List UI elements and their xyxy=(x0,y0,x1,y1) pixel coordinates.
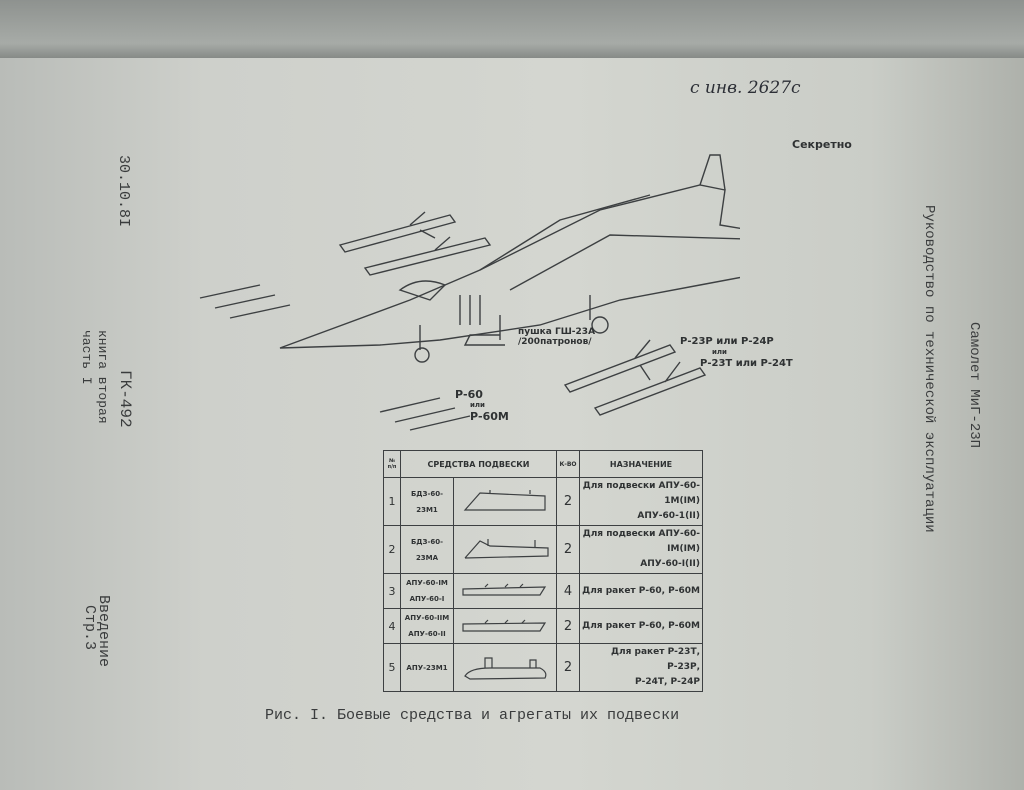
row-purpose: Для подвески АПУ-60-1М(ІМ) АПУ-60-1(ІІ) xyxy=(579,477,703,526)
r23t-label: Р-23Т или Р-24Т xyxy=(700,358,793,369)
purpose-line: Для подвески АПУ-60-1М(ІМ) xyxy=(582,481,700,506)
header-purpose: НАЗНАЧЕНИЕ xyxy=(579,450,703,478)
facing-page-edge xyxy=(0,0,1024,62)
launcher-drawing xyxy=(464,656,547,680)
part-label: часть I xyxy=(79,330,94,385)
row-num: 5 xyxy=(383,643,401,692)
row-qty: 2 xyxy=(556,608,580,644)
r60m-label: Р-60М xyxy=(470,410,509,423)
row-purpose: Для ракет Р-23Т, Р-23Р, Р-24Т, Р-24Р xyxy=(579,643,703,692)
row-drawing xyxy=(453,477,557,526)
row-drawing xyxy=(453,643,557,692)
row-name-text: АПУ-60-II xyxy=(408,630,446,638)
suspension-means-table: № п/п СРЕДСТВА ПОДВЕСКИ К-ВО НАЗНАЧЕНИЕ … xyxy=(383,450,703,692)
purpose-line: Для подвески АПУ-60-IМ(ІМ) xyxy=(582,529,700,554)
launcher-drawing xyxy=(462,619,547,632)
row-name: БДЗ-60-23МА xyxy=(400,525,454,574)
row-num: 4 xyxy=(383,608,401,644)
table-row: 2 БДЗ-60-23МА 2 Для подвески АПУ-60-IМ(І… xyxy=(383,525,703,574)
page-number: Стр.3 xyxy=(81,605,98,651)
row-num: 1 xyxy=(383,477,401,526)
row-name: АПУ-23М1 xyxy=(400,643,454,692)
handwritten-inventory-note: с инв. 2627с xyxy=(690,78,801,98)
r60-label: Р-60 xyxy=(455,388,483,401)
row-qty: 2 xyxy=(556,643,580,692)
row-name-text: БДЗ-60-23М1 xyxy=(410,489,444,514)
row-name-text: БДЗ-60-23МА xyxy=(410,537,444,562)
row-qty: 2 xyxy=(556,525,580,574)
gun-ammo-label: /200патронов/ xyxy=(518,337,592,347)
launcher-drawing xyxy=(462,583,547,596)
purpose-line: Для ракет Р-23Т, Р-23Р, xyxy=(610,647,700,672)
missiles-drawing xyxy=(199,211,707,431)
r23-label: Р-23Р или Р-24Р xyxy=(680,336,774,347)
book-label: книга вторая xyxy=(95,330,110,424)
header-means: СРЕДСТВА ПОДВЕСКИ xyxy=(400,450,557,478)
figure-caption: Рис. I. Боевые средства и агрегаты их по… xyxy=(265,707,680,724)
row-num: 2 xyxy=(383,525,401,574)
row-name-text: АПУ-60-IМ xyxy=(406,579,448,587)
purpose-line: АПУ-60-1(ІІ) xyxy=(637,511,700,521)
aircraft-title: Самолет МиГ-23П xyxy=(966,322,982,449)
header-qty: К-ВО xyxy=(556,450,580,478)
row-name: АПУ-60-IIМ АПУ-60-II xyxy=(400,608,454,644)
row-name-text: АПУ-60-I xyxy=(409,595,445,603)
table-row: 5 АПУ-23М1 2 Для ракет Р-23Т, Р-23Р, Р-24… xyxy=(383,643,703,692)
row-num: 3 xyxy=(383,573,401,609)
manual-title: Руководство по технической эксплуатации xyxy=(921,205,937,533)
row-purpose: Для ракет Р-60, Р-60М xyxy=(579,608,703,644)
row-purpose: Для подвески АПУ-60-IМ(ІМ) АПУ-60-I(ІІ) xyxy=(579,525,703,574)
aircraft-drawing xyxy=(279,154,740,363)
gun-label: пушка ГШ-23А xyxy=(518,327,596,337)
table-row: 1 БДЗ-60-23М1 2 Для подвески АПУ-60-1М(І… xyxy=(383,477,703,526)
row-drawing xyxy=(453,608,557,644)
row-drawing xyxy=(453,525,557,574)
row-purpose: Для ракет Р-60, Р-60М xyxy=(579,573,703,609)
r60-or-label: или xyxy=(470,401,485,409)
date-stamp: 30.10.8I xyxy=(115,155,132,228)
pylon-drawing xyxy=(463,489,546,511)
header-num: № п/п xyxy=(383,450,401,478)
row-qty: 2 xyxy=(556,477,580,526)
aircraft-illustration xyxy=(199,154,740,431)
row-drawing xyxy=(453,573,557,609)
r23-or-label: или xyxy=(712,348,727,356)
row-name: АПУ-60-IМ АПУ-60-I xyxy=(400,573,454,609)
purpose-line: Для ракет Р-60, Р-60М xyxy=(582,620,700,631)
row-name-text: АПУ-60-IIМ xyxy=(404,614,450,622)
purpose-line: АПУ-60-I(ІІ) xyxy=(640,559,700,569)
classification-mark: Секретно xyxy=(792,138,852,151)
row-name: БДЗ-60-23М1 xyxy=(400,477,454,526)
purpose-line: Р-24Т, Р-24Р xyxy=(635,677,700,687)
document-code: ГК-492 xyxy=(116,370,134,428)
table-row: 3 АПУ-60-IМ АПУ-60-I 4 Для ракет Р-60, Р-… xyxy=(383,573,703,609)
purpose-line: Для ракет Р-60, Р-60М xyxy=(582,585,700,596)
table-row: 4 АПУ-60-IIМ АПУ-60-II 2 Для ракет Р-60, … xyxy=(383,608,703,644)
pylon-drawing xyxy=(464,538,549,559)
row-name-text: АПУ-23М1 xyxy=(406,663,448,672)
row-qty: 4 xyxy=(556,573,580,609)
table-header-row: № п/п СРЕДСТВА ПОДВЕСКИ К-ВО НАЗНАЧЕНИЕ xyxy=(383,450,703,478)
